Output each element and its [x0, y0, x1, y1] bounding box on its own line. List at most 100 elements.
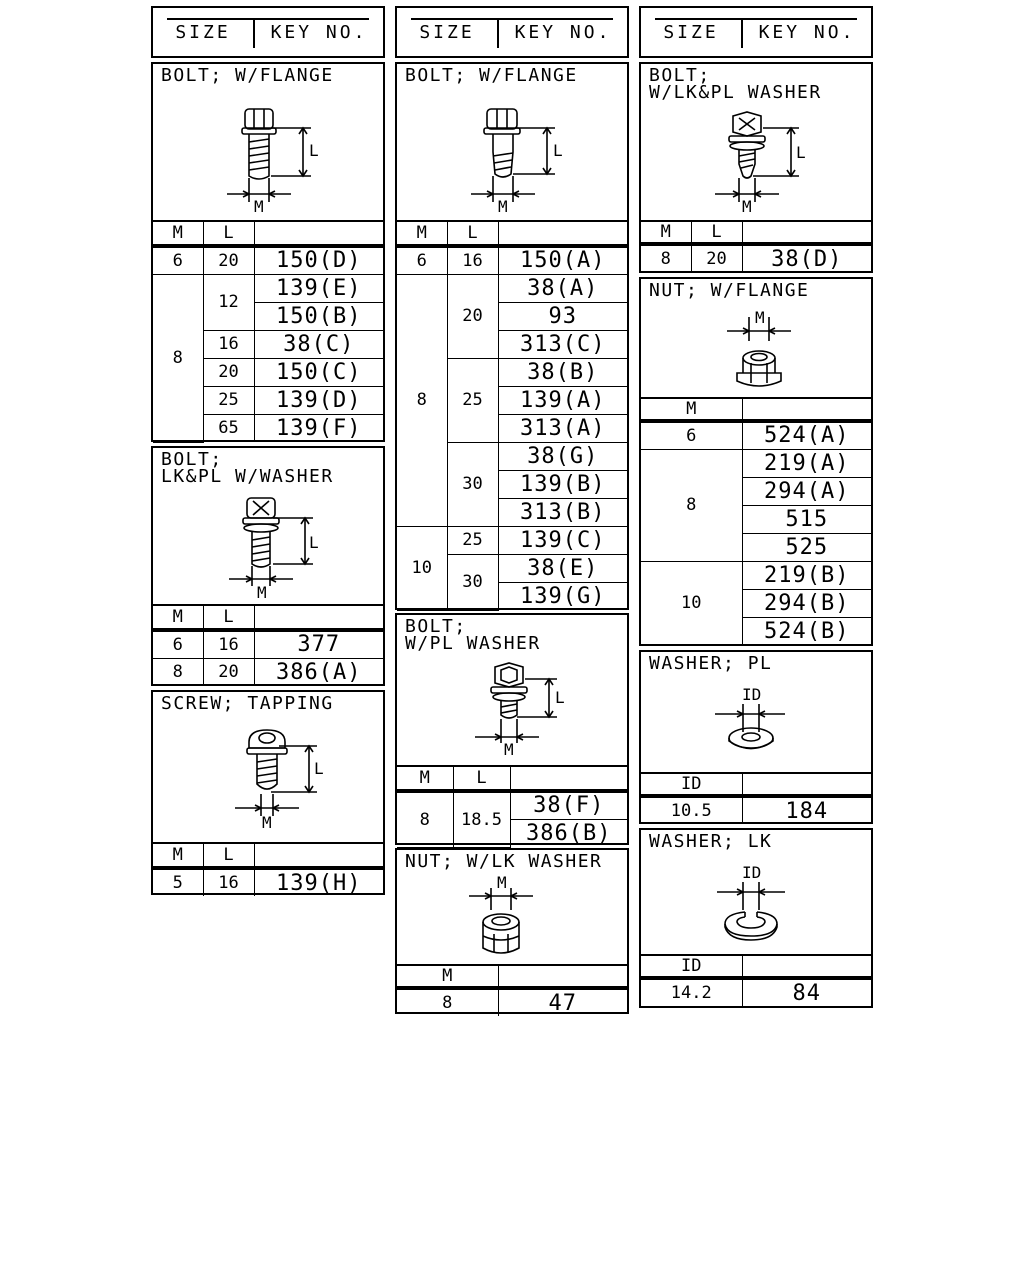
table-cell: M	[153, 604, 204, 632]
header-key-no: KEY NO.	[270, 22, 368, 43]
table-cell: 20	[446, 273, 499, 359]
table-cell: 20	[202, 657, 255, 686]
table-cell: 14.2	[641, 977, 743, 1006]
panel-title: BOLT; W/FLANGE	[405, 65, 578, 86]
table-cell: 16	[203, 329, 255, 359]
key-no: 38(A)	[497, 273, 627, 303]
key-no: 139(D)	[253, 385, 383, 415]
table-cell	[497, 220, 627, 248]
svg-text:M: M	[504, 740, 514, 759]
table-cell: 30	[447, 441, 499, 527]
svg-text:M: M	[257, 583, 267, 602]
svg-text:L: L	[796, 143, 806, 162]
table-cell: M	[397, 765, 454, 793]
header-size: SIZE	[663, 22, 719, 43]
table-cell: 5	[153, 867, 204, 896]
table-cell: 8	[641, 448, 743, 562]
key-no: 294(B)	[742, 588, 871, 618]
table-cell	[253, 842, 383, 870]
key-no: 524(A)	[741, 420, 871, 450]
bolt-lkpl-washer-icon: L M	[715, 111, 806, 216]
table-cell: 18.5	[452, 790, 511, 848]
table-cell: 20	[690, 243, 743, 272]
key-no: 93	[498, 301, 627, 331]
header-key-no: KEY NO.	[758, 22, 856, 43]
table-cell: 16	[446, 245, 499, 275]
table-cell: 6	[397, 245, 448, 275]
table-cell	[741, 772, 871, 798]
panel-title: BOLT; W/LK&PL WASHER	[649, 65, 822, 103]
table-cell: 10	[397, 525, 448, 611]
svg-text:M: M	[262, 813, 272, 832]
header-size: SIZE	[419, 22, 475, 43]
key-no: 150(B)	[254, 301, 383, 331]
table-cell: 25	[203, 385, 255, 415]
svg-text:M: M	[742, 197, 752, 216]
key-no: 139(A)	[498, 385, 627, 415]
panel-title: NUT; W/FLANGE	[649, 280, 810, 301]
table-cell: 20	[202, 245, 255, 275]
table-cell: 12	[202, 273, 255, 331]
key-no: 139(C)	[497, 525, 627, 555]
table-cell: 8	[397, 987, 499, 1016]
key-no: 139(F)	[253, 413, 383, 442]
key-no: 313(A)	[498, 413, 627, 443]
table-cell: 8	[397, 273, 448, 527]
key-no: 386(B)	[510, 818, 627, 847]
key-no: 313(B)	[498, 497, 627, 527]
washer-lk-icon: ID	[717, 863, 785, 941]
table-cell	[741, 220, 871, 246]
header-key-no: KEY NO.	[514, 22, 612, 43]
key-no: 38(E)	[497, 553, 627, 583]
key-no: 139(G)	[498, 581, 627, 610]
table-cell: M	[397, 964, 499, 990]
key-no: 38(B)	[497, 357, 627, 387]
key-no: 150(D)	[253, 245, 383, 275]
table-cell: 25	[446, 525, 499, 555]
table-cell: ID	[641, 954, 743, 980]
table-cell: 25	[447, 357, 499, 443]
bolt-lkpl-washer-icon: L M	[229, 497, 319, 602]
header-col1: SIZE KEY NO.	[151, 6, 385, 58]
key-no: 38(C)	[253, 329, 383, 359]
table-cell: 10	[641, 560, 743, 646]
panel-title: NUT; W/LK WASHER	[405, 851, 603, 872]
table-cell	[741, 397, 871, 423]
table-cell: L	[452, 765, 511, 793]
dim-l: L	[309, 141, 319, 160]
table-cell: L	[690, 220, 743, 246]
nut-lk-washer-icon: M	[469, 873, 533, 954]
table-cell: M	[153, 220, 204, 248]
table-cell	[741, 954, 871, 980]
table-cell: 10.5	[641, 795, 743, 824]
table-cell: L	[446, 220, 499, 248]
table-cell: L	[202, 220, 255, 248]
table-cell: 8	[641, 243, 692, 272]
header-size: SIZE	[175, 22, 231, 43]
key-no: 524(B)	[742, 616, 871, 645]
panel-title: SCREW; TAPPING	[161, 693, 334, 714]
table-cell	[253, 220, 383, 248]
table-cell: M	[153, 842, 204, 870]
key-no: 219(B)	[741, 560, 871, 590]
key-no: 386(A)	[253, 657, 383, 686]
svg-text:ID: ID	[742, 685, 761, 704]
svg-text:L: L	[309, 533, 319, 552]
panel-title: BOLT; W/PL WASHER	[405, 616, 541, 654]
dim-m: M	[254, 197, 264, 216]
